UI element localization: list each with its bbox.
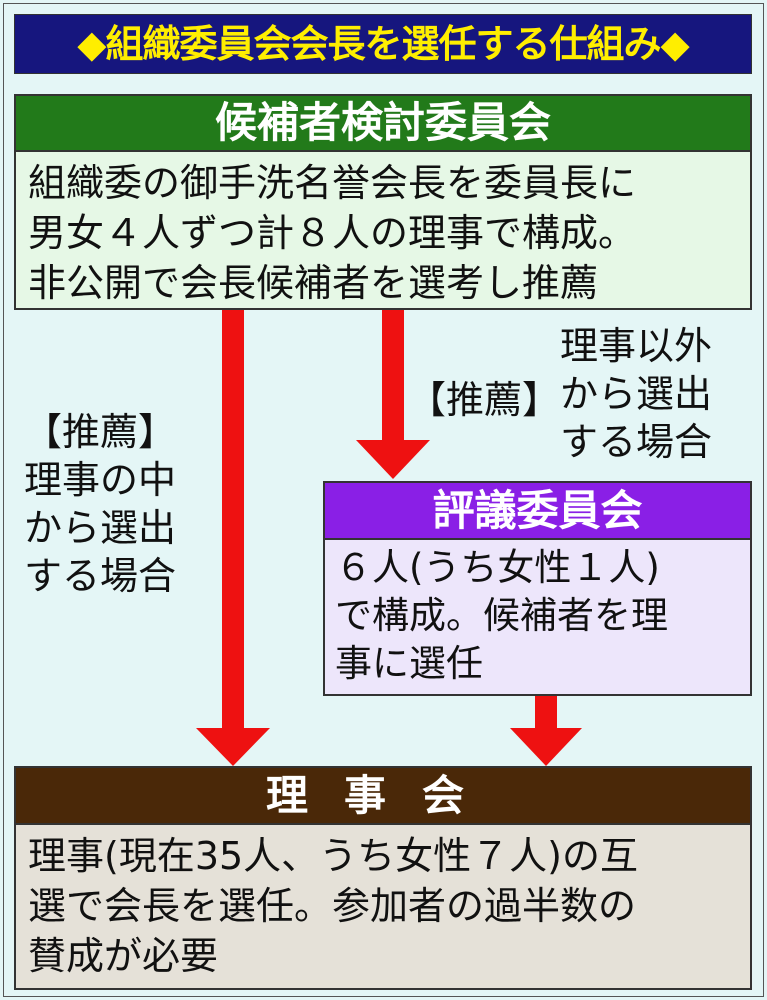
candidate-committee-box: 候補者検討委員会 組織委の御手洗名誉会長を委員長に 男女４人ずつ計８人の理事で構… [14,94,752,310]
councilors-body: ６人(うち女性１人) で構成。候補者を理 事に選任 [325,540,750,692]
councilors-header: 評議委員会 [325,483,750,540]
councilors-box: 評議委員会 ６人(うち女性１人) で構成。候補者を理 事に選任 [323,481,752,696]
board-body: 理事(現在35人、うち女性７人)の互 選で会長を選任。参加者の過半数の 賛成が必… [16,825,750,987]
label-line: する場合 [560,420,713,464]
frame [3,3,764,997]
body-line: 事に選任 [335,642,483,685]
body-line: 賛成が必要 [28,934,219,978]
body-line: で構成。候補者を理 [335,594,668,637]
label-line: する場合 [24,554,177,598]
arrow-left-to-board [196,310,270,766]
label-line: 理事の中 [24,458,177,502]
candidate-committee-body: 組織委の御手洗名誉会長を委員長に 男女４人ずつ計８人の理事で構成。 非公開で会長… [16,152,750,314]
board-box: 理事会 理事(現在35人、うち女性７人)の互 選で会長を選任。参加者の過半数の … [14,766,752,990]
right-path-label: 理事以外 から選出 する場合 [560,322,712,466]
label-line: 理事以外 [560,324,713,368]
label-line: から選出 [560,372,713,416]
body-line: 非公開で会長候補者を選考し推薦 [28,261,599,305]
body-line: 男女４人ずつ計８人の理事で構成。 [28,211,637,255]
right-path-tag: 【推薦】 [408,378,561,422]
body-line: 理事(現在35人、うち女性７人)の互 [28,834,639,878]
body-line: 組織委の御手洗名誉会長を委員長に [28,161,637,205]
label-line: から選出 [24,506,177,550]
label-line: 【推薦】 [24,410,177,454]
left-path-label: 【推薦】 理事の中 から選出 する場合 [24,408,176,600]
body-line: 選で会長を選任。参加者の過半数の [28,884,637,928]
arrow-to-councilors [356,310,430,479]
candidate-committee-header: 候補者検討委員会 [16,96,750,152]
board-header: 理事会 [16,768,750,825]
body-line: ６人(うち女性１人) [335,546,660,589]
arrow-councilors-to-board [510,696,582,766]
diagram-title: ◆組織委員会会長を選任する仕組み◆ [14,14,752,74]
